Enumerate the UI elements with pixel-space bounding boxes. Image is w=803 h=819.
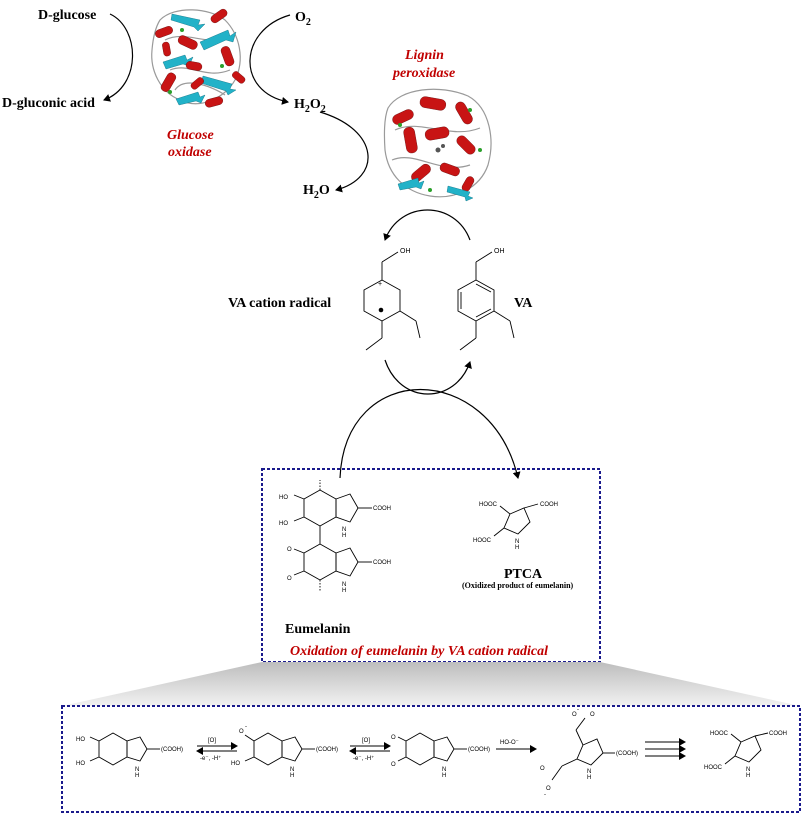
svg-text:OH: OH [494, 248, 505, 255]
svg-text:[O]: [O] [208, 738, 216, 744]
svg-text:COOH: COOH [769, 731, 787, 737]
svg-text:COOH: COOH [540, 502, 558, 508]
mechanism-ring-opened-intermediate: (COOH) N H O O - O O - [540, 707, 638, 798]
svg-text:-e⁻, -H⁺: -e⁻, -H⁺ [353, 755, 374, 762]
svg-text:O: O [572, 712, 577, 718]
svg-text:O: O [391, 762, 396, 768]
svg-text:HO: HO [279, 495, 288, 501]
label-box-caption: Oxidation of eumelanin by VA cation radi… [290, 644, 548, 659]
svg-text:O: O [590, 712, 595, 718]
va-structure: OH [457, 248, 515, 351]
label-lignin-peroxidase-line1: Lignin [404, 48, 444, 63]
svg-text:NH: NH [135, 767, 139, 779]
va-cation-radical-structure: OH + [363, 248, 421, 351]
svg-text:(COOH): (COOH) [161, 747, 183, 753]
svg-text:-: - [245, 724, 247, 730]
svg-text:NH: NH [515, 539, 519, 551]
arrow-va-cation-to-va [384, 359, 472, 395]
lignin-peroxidase-protein-structure-icon [383, 88, 492, 202]
svg-text:COOH: COOH [373, 506, 391, 512]
svg-text:HO: HO [279, 521, 288, 527]
arrow-h2o2-to-h2o [319, 111, 369, 193]
svg-text:N: N [587, 769, 591, 775]
arrow-lip-to-va-cation [383, 209, 471, 241]
svg-text:O: O [546, 786, 551, 792]
svg-text:HO: HO [76, 761, 85, 767]
svg-text:O: O [287, 576, 292, 582]
label-va-cation-radical: VA cation radical [228, 296, 331, 311]
svg-text:-: - [577, 707, 579, 713]
svg-text:HOOC: HOOC [704, 765, 723, 771]
svg-text:-: - [544, 792, 546, 798]
svg-text:-e⁻, -H⁺: -e⁻, -H⁺ [200, 755, 221, 762]
svg-text:HO-O⁻: HO-O⁻ [500, 740, 519, 746]
multi-step-arrows [645, 738, 686, 760]
label-d-glucose: D-glucose [38, 8, 96, 23]
svg-text:O: O [391, 735, 396, 741]
zoom-fan [62, 662, 800, 706]
label-va: VA [514, 296, 533, 311]
label-h2o: H2O [303, 183, 330, 201]
svg-text:NH: NH [342, 582, 346, 594]
svg-text:(COOH): (COOH) [316, 747, 338, 753]
svg-text:NH: NH [290, 767, 294, 779]
svg-text:(COOH): (COOH) [616, 751, 638, 757]
label-eumelanin: Eumelanin [285, 622, 351, 637]
svg-text:+: + [378, 281, 382, 288]
equilibrium-arrow-2: [O] -e⁻, -H⁺ [349, 738, 391, 762]
svg-text:NH: NH [442, 767, 446, 779]
svg-text:HOOC: HOOC [473, 538, 492, 544]
svg-text:O: O [287, 547, 292, 553]
svg-text:[O]: [O] [362, 738, 370, 744]
equilibrium-arrow-1: [O] -e⁻, -H⁺ [196, 738, 238, 762]
svg-text:HO: HO [231, 761, 240, 767]
svg-text:O: O [239, 729, 244, 735]
label-h2o2: H2O2 [294, 97, 326, 115]
arrow-glucose-to-gluconic [103, 13, 134, 102]
label-glucose-oxidase-line2: oxidase [168, 145, 212, 160]
glucose-oxidase-protein-structure-icon [151, 8, 246, 108]
svg-text:HOOC: HOOC [479, 502, 498, 508]
svg-text:O: O [540, 766, 545, 772]
mechanism-box [61, 705, 801, 813]
label-glucose-oxidase-line1: Glucose [167, 128, 214, 143]
svg-text:H: H [587, 775, 591, 781]
svg-text:NH: NH [342, 527, 346, 539]
label-o2: O2 [295, 10, 311, 28]
label-d-gluconic-acid: D-gluconic acid [2, 96, 95, 111]
svg-text:OH: OH [400, 248, 411, 255]
label-ptca: PTCA [504, 567, 543, 582]
arrow-o2-to-h2o2 [249, 14, 291, 105]
svg-text:(COOH): (COOH) [468, 747, 490, 753]
arrow-eumelanin-to-ptca [339, 388, 521, 479]
label-ptca-description: (Oxidized product of eumelanin) [462, 581, 574, 590]
svg-text:HO: HO [76, 737, 85, 743]
label-lignin-peroxidase-line2: peroxidase [392, 66, 455, 81]
svg-text:COOH: COOH [373, 560, 391, 566]
svg-text:HOOC: HOOC [710, 731, 729, 737]
peroxide-arrow: HO-O⁻ [496, 740, 537, 753]
svg-text:NH: NH [746, 767, 750, 779]
